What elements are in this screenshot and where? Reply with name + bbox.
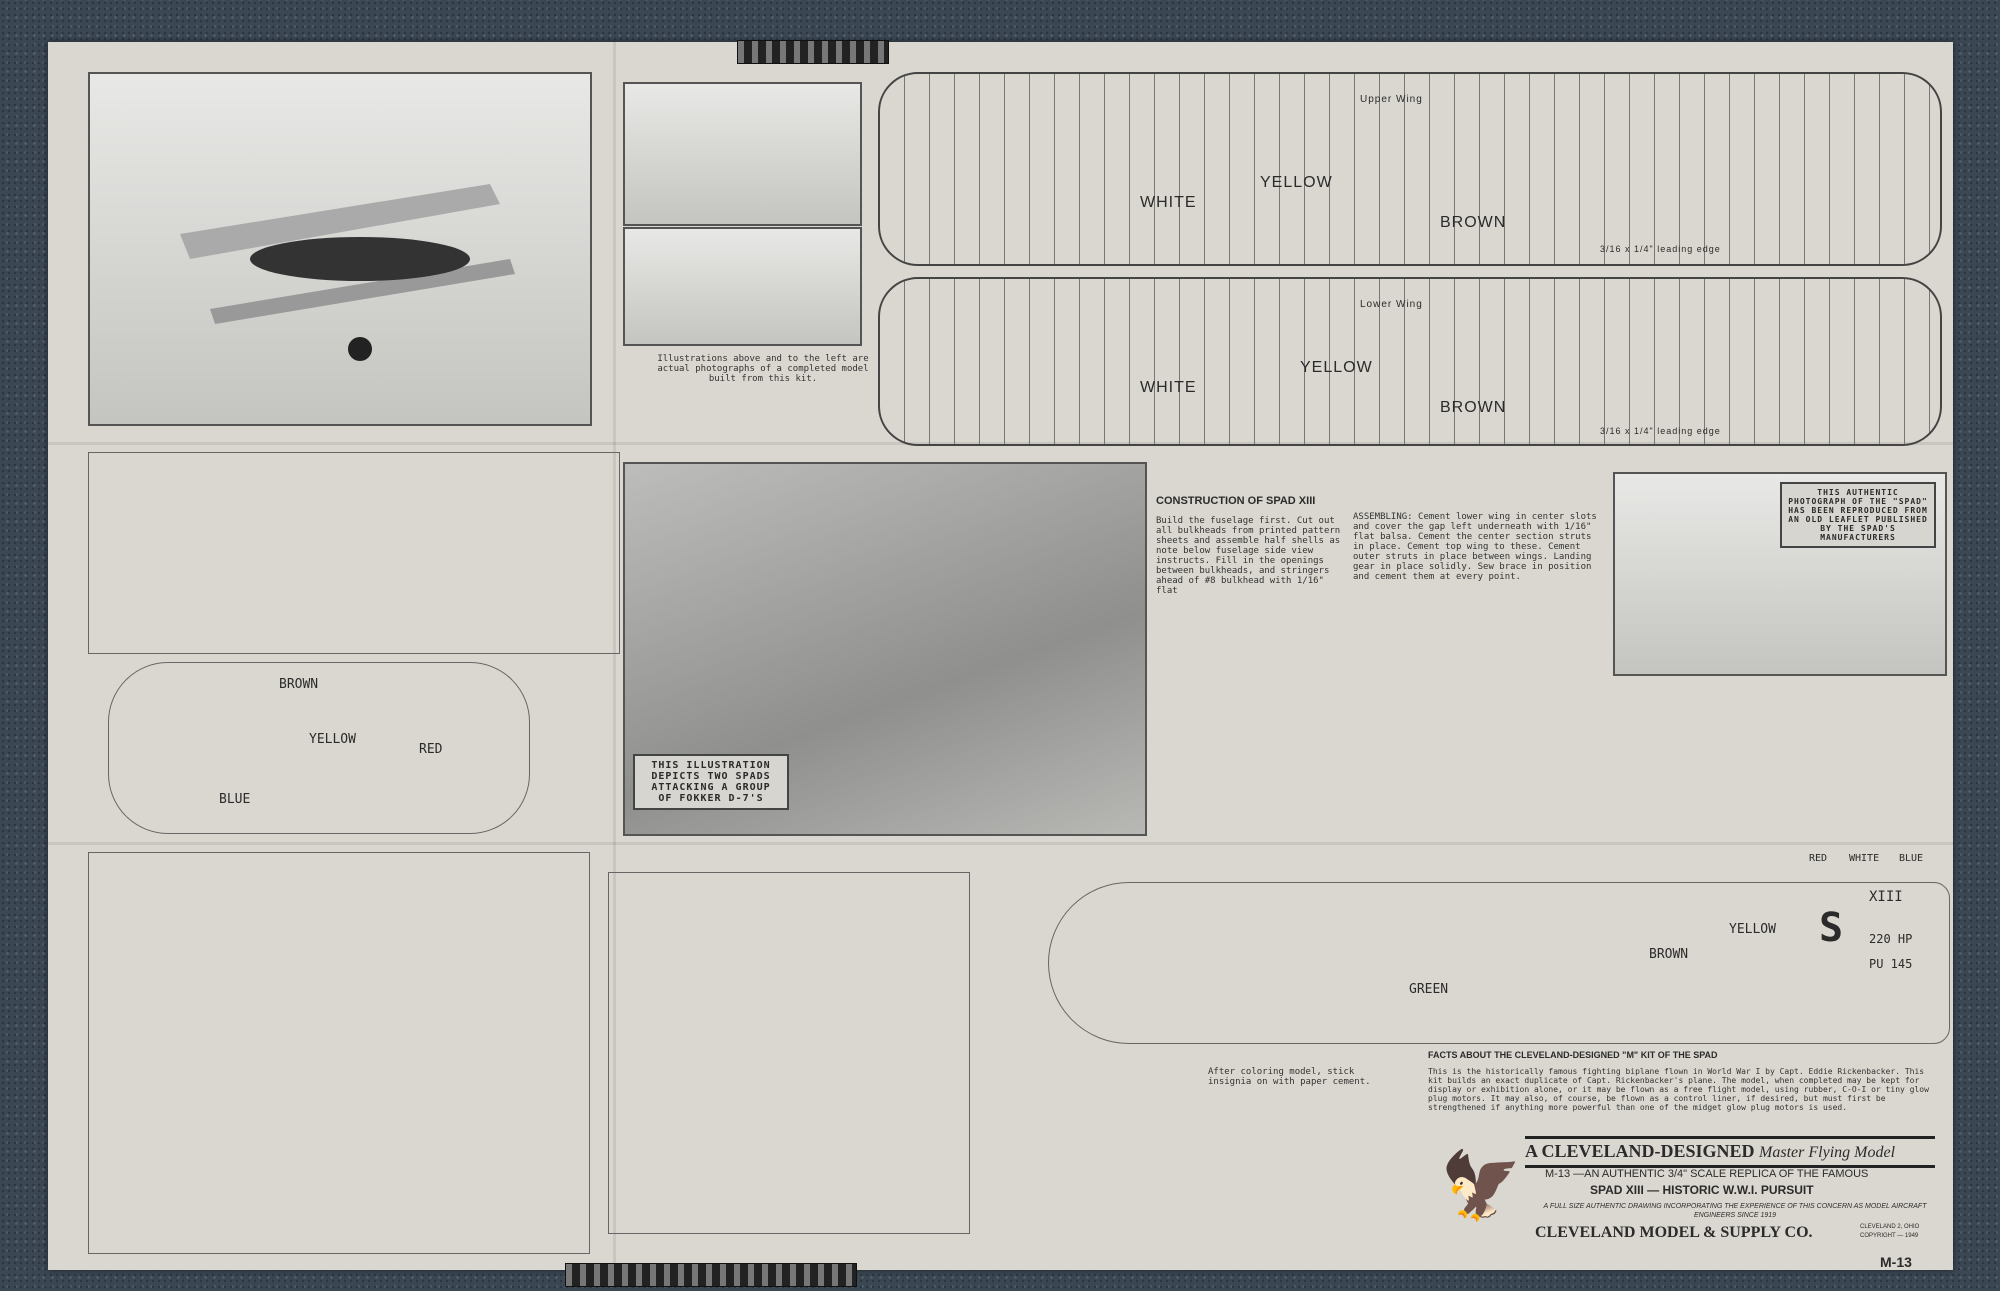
construction-text: Build the fuselage first. Cut out all bu…	[1156, 516, 1341, 596]
biplane-photo-icon	[180, 184, 515, 361]
model-photo-caption: Illustrations above and to the left are …	[657, 354, 869, 384]
assembling-text: ASSEMBLING: Cement lower wing in center …	[1353, 512, 1597, 582]
model-photo-small-2	[623, 227, 862, 346]
construction-heading: CONSTRUCTION OF SPAD XIII	[1156, 495, 1316, 507]
model-photo-large	[88, 72, 592, 426]
illustration-caption: THIS ILLUSTRATION DEPICTS TWO SPADS ATTA…	[633, 754, 789, 810]
fold-line	[613, 42, 616, 1270]
facts-text: This is the historically famous fighting…	[1428, 1067, 1929, 1112]
battle-illustration: THIS ILLUSTRATION DEPICTS TWO SPADS ATTA…	[623, 462, 1147, 836]
authentic-photo: THIS AUTHENTIC PHOTOGRAPH OF THE "SPAD" …	[1613, 472, 1947, 676]
model-number: M-13	[1880, 1254, 1912, 1270]
title-main: A CLEVELAND-DESIGNED Master Flying Model	[1525, 1136, 1935, 1168]
facts-heading: FACTS ABOUT THE CLEVELAND-DESIGNED "M" K…	[1428, 1050, 1718, 1060]
fuselage-side-view: S XIII 220 HP PU 145 BROWN YELLOW GREEN …	[1048, 853, 1950, 1044]
title-block: 🦅 A CLEVELAND-DESIGNED Master Flying Mod…	[1440, 1136, 1940, 1286]
tail-plan: BROWN YELLOW RED BLUE	[108, 662, 530, 834]
strut-details	[608, 872, 970, 1234]
authentic-photo-caption: THIS AUTHENTIC PHOTOGRAPH OF THE "SPAD" …	[1780, 482, 1936, 548]
company-name: CLEVELAND MODEL & SUPPLY CO.	[1535, 1224, 1813, 1241]
cowling-details	[88, 452, 620, 654]
upper-wing-plan: Upper Wing WHITE YELLOW BROWN 3/16 x 1/4…	[878, 72, 1942, 266]
front-view-drawing	[88, 852, 590, 1254]
fold-line	[48, 842, 1953, 845]
lower-wing-plan: Lower Wing WHITE YELLOW BROWN 3/16 x 1/4…	[878, 277, 1942, 446]
insignia-note: After coloring model, stick insignia on …	[1208, 1067, 1371, 1087]
binding-strip-bottom	[565, 1263, 857, 1287]
eagle-logo-icon: 🦅	[1440, 1147, 1523, 1224]
title-tagline: A FULL SIZE AUTHENTIC DRAWING INCORPORAT…	[1543, 1203, 1927, 1219]
title-line-2: SPAD XIII — HISTORIC W.W.I. PURSUIT	[1590, 1183, 1814, 1197]
title-line-1: M-13 —AN AUTHENTIC 3/4" SCALE REPLICA OF…	[1545, 1168, 1869, 1180]
model-photo-small-1	[623, 82, 862, 226]
binding-strip-top	[737, 40, 889, 64]
plan-sheet: Illustrations above and to the left are …	[48, 42, 1953, 1270]
